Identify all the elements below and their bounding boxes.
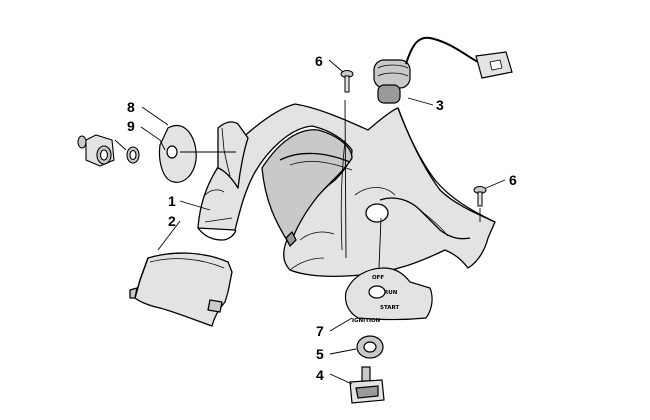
callout-4: 4 [316,367,324,383]
callout-6-right: 6 [509,172,517,188]
screw-right [473,186,487,207]
callout-6-left: 6 [315,53,323,69]
lower-cover [129,252,233,327]
plate-label-run: RUN [384,290,398,296]
bezel-nut [356,335,384,359]
callout-8: 8 [127,99,135,115]
socket-nut [126,146,140,164]
plate-label-start: START [380,305,400,311]
washer-plate [158,125,197,183]
plate-label-off: OFF [372,275,384,281]
leader-lines [114,59,506,385]
ignition-key [349,366,385,404]
callout-2: 2 [168,213,176,229]
screw-left [340,70,354,93]
callout-3: 3 [436,97,444,113]
power-socket [77,134,115,167]
plate-label-ignition: IGNITION [352,318,381,324]
ignition-label-plate [344,267,433,321]
callout-1: 1 [168,193,176,209]
console-housing [197,103,496,278]
callout-5: 5 [316,346,324,362]
ignition-switch [373,36,513,104]
callout-9: 9 [127,118,135,134]
callout-7: 7 [316,323,324,339]
